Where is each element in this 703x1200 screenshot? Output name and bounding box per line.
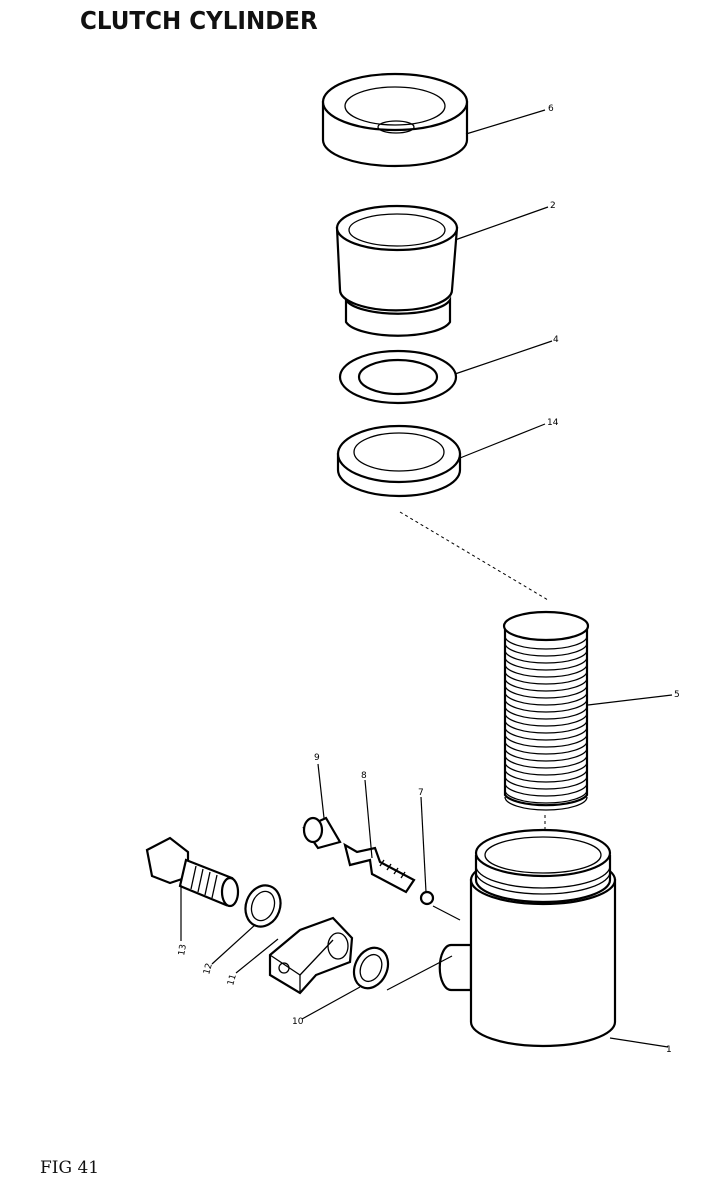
callout-8: 8 xyxy=(361,771,367,781)
part-1-cylinder-body xyxy=(438,828,617,1048)
spring-coil xyxy=(504,698,588,713)
part-8-bleeder-screw xyxy=(343,842,416,894)
callout-2: 2 xyxy=(550,201,556,211)
spring-coil xyxy=(504,740,588,755)
spring-coil xyxy=(504,691,588,706)
spring-coil xyxy=(504,635,588,650)
callout-4: 4 xyxy=(553,335,559,345)
spring-coil xyxy=(504,733,588,748)
part-12-washer xyxy=(244,884,282,928)
callout-9: 9 xyxy=(314,753,320,763)
part-14-seal xyxy=(336,424,462,498)
spring-coil xyxy=(504,642,588,657)
spring-coil xyxy=(504,705,588,720)
part-9-cap xyxy=(302,816,342,850)
callout-6: 6 xyxy=(548,104,554,114)
spring-coil xyxy=(504,677,588,692)
part-4-washer xyxy=(338,349,458,405)
spring-coil xyxy=(504,768,588,783)
part-6-cap xyxy=(321,72,469,168)
part-2-cup xyxy=(335,204,459,337)
callout-12: 12 xyxy=(202,962,215,976)
part-11-banjo-fitting xyxy=(268,916,354,995)
spring-coil xyxy=(504,789,588,804)
spring-coil xyxy=(504,782,588,797)
spring-coil xyxy=(504,761,588,776)
spring-coil xyxy=(504,649,588,664)
part-5-spring xyxy=(502,610,590,811)
part-10-washer xyxy=(352,946,390,990)
callout-13: 13 xyxy=(177,944,189,957)
callout-1: 1 xyxy=(666,1045,672,1055)
callout-10: 10 xyxy=(292,1017,304,1027)
part-13-banjo-bolt xyxy=(145,836,240,908)
spring-coil xyxy=(504,726,588,741)
spring-coil xyxy=(504,747,588,762)
leader-lines xyxy=(180,109,673,1048)
callout-5: 5 xyxy=(674,690,680,700)
spring-coil xyxy=(504,775,588,790)
spring-coil xyxy=(504,712,588,727)
callout-11: 11 xyxy=(226,973,239,987)
spring-coil xyxy=(504,796,588,811)
spring-coil xyxy=(504,663,588,678)
spring-coil xyxy=(504,670,588,685)
callout-7: 7 xyxy=(418,788,424,798)
callout-numbers: 6 2 4 14 5 1 9 8 7 10 11 12 13 xyxy=(177,104,680,1055)
part-7-ball xyxy=(419,890,435,906)
spring-coil xyxy=(504,754,588,769)
assembly-axis-line xyxy=(399,511,549,601)
spring-coil xyxy=(504,719,588,734)
figure-label: FIG 41 xyxy=(40,1158,100,1178)
spring-coil xyxy=(504,684,588,699)
callout-14: 14 xyxy=(547,418,559,428)
spring-coil xyxy=(504,656,588,671)
diagram-title: CLUTCH CYLINDER xyxy=(80,6,318,35)
